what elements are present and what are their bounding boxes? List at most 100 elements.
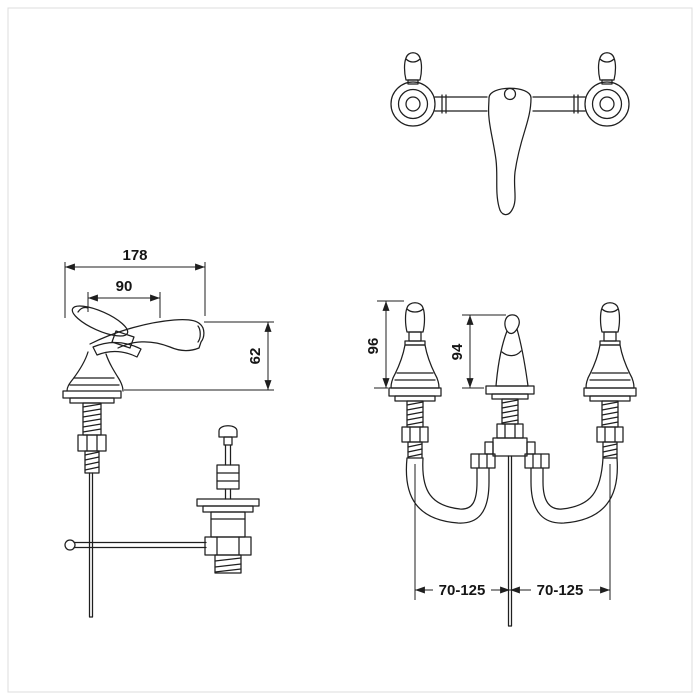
- wall-valve-left: [390, 52, 436, 127]
- handle-collar: [111, 330, 135, 349]
- backnut: [496, 423, 524, 439]
- label-backplate: [433, 581, 491, 597]
- hose-inner: [422, 457, 478, 510]
- clevis-detail: [216, 472, 240, 482]
- wall-body: [434, 94, 586, 114]
- valve-bell: [390, 344, 440, 389]
- wall-flange-outer: [584, 81, 630, 127]
- handle-lever: [403, 52, 423, 81]
- hose-nut-facets: [478, 453, 488, 469]
- backnut: [401, 426, 429, 443]
- thread-hatch: [602, 443, 618, 458]
- wall-flange-hub: [599, 96, 615, 112]
- base-flange-tier: [394, 395, 436, 402]
- front-view: 96 94 70-125 70-125: [365, 300, 637, 627]
- spout-tip-detail: [506, 328, 518, 335]
- spout-contour: [501, 350, 522, 357]
- wall-spout-body: [487, 87, 532, 216]
- dim-label-valve-height: 96: [365, 338, 382, 355]
- dim-70-125-right: 70-125: [510, 464, 611, 600]
- lever-detail: [77, 306, 89, 313]
- hose-outer: [530, 457, 618, 524]
- bonnet-hood: [92, 341, 142, 358]
- arm-ball-joint: [64, 539, 76, 551]
- handle-stem: [408, 331, 422, 342]
- popup-rod: [507, 455, 513, 627]
- popup-pull-rod: [88, 472, 94, 618]
- hose-nut: [524, 453, 550, 469]
- waste-rod-upper: [224, 444, 232, 466]
- ceramic-lever-handle: [71, 305, 129, 337]
- wall-spout: [487, 87, 532, 216]
- wall-spout-mount: [503, 87, 517, 101]
- dim-label-overall-width: 178: [122, 247, 147, 264]
- extension-lines: [462, 314, 506, 389]
- dim-label-spout-height: 94: [449, 343, 466, 360]
- backnut-facets: [86, 434, 98, 452]
- handle-lever-detail: [601, 308, 619, 313]
- dim-label-span-left: 70-125: [439, 582, 486, 599]
- left-hose: [405, 453, 496, 524]
- handle-lever: [599, 302, 621, 333]
- base-flange: [388, 387, 442, 397]
- base-flange: [485, 385, 535, 395]
- dim-94: 94: [449, 314, 506, 389]
- thread-hatch: [601, 401, 619, 426]
- linkage-clevis: [216, 464, 240, 490]
- front-spout: [484, 314, 536, 457]
- hose-nut: [470, 453, 496, 469]
- dim-96: 96: [365, 300, 404, 389]
- thread-hatch: [214, 557, 242, 573]
- waste-flange-tier: [202, 505, 254, 513]
- front-valve-right: [583, 302, 637, 459]
- body-bell: [66, 351, 124, 392]
- body-ridges: [69, 377, 120, 386]
- spout-outlet: [197, 325, 201, 343]
- dim-178: 178: [64, 247, 206, 318]
- thread-hatch: [84, 451, 100, 471]
- page-frame: [7, 7, 693, 693]
- handle-lever: [597, 52, 617, 81]
- waste-lever-arm: [73, 541, 207, 549]
- hose-outer: [405, 457, 490, 524]
- extension-lines: [124, 321, 274, 391]
- bell-ridges: [589, 372, 631, 381]
- base-flange-tier: [589, 395, 631, 402]
- backnut-facets: [504, 423, 516, 439]
- waste-nut: [204, 536, 252, 556]
- extension-lines: [87, 292, 161, 318]
- waste-knob: [218, 425, 238, 438]
- base-flange-tier: [491, 393, 529, 400]
- extension-lines: [64, 262, 206, 318]
- backnut-facets: [604, 426, 616, 443]
- spout-cone: [495, 314, 529, 387]
- wall-flange-inner: [397, 88, 429, 120]
- dim-label-handle-width: 90: [116, 278, 133, 295]
- front-valve-left: [388, 302, 442, 459]
- waste-flange: [196, 498, 260, 507]
- spout: [89, 319, 205, 352]
- thread-hatch: [501, 399, 519, 424]
- wall-body-collars: [441, 94, 579, 114]
- handle-lever-detail: [406, 308, 424, 313]
- base-flange: [583, 387, 637, 397]
- waste-nut-facets: [216, 536, 240, 556]
- manifold: [492, 437, 528, 457]
- backnut-facets: [409, 426, 421, 443]
- thread-hatch: [82, 403, 102, 433]
- wall-valve-right: [584, 52, 630, 127]
- side-view: 178 90 62: [62, 247, 274, 618]
- backnut: [596, 426, 624, 443]
- manifold-port-left: [484, 441, 494, 455]
- backnut: [77, 434, 107, 452]
- popup-waste: [196, 425, 260, 574]
- side-tap: [62, 305, 207, 618]
- manifold-port-right: [526, 441, 536, 455]
- wall-body-arms: [434, 96, 586, 112]
- knob-stem: [223, 436, 233, 446]
- thread-hatch: [406, 401, 424, 426]
- dim-label-span-right: 70-125: [537, 582, 584, 599]
- dim-70-125-left: 70-125: [414, 464, 510, 600]
